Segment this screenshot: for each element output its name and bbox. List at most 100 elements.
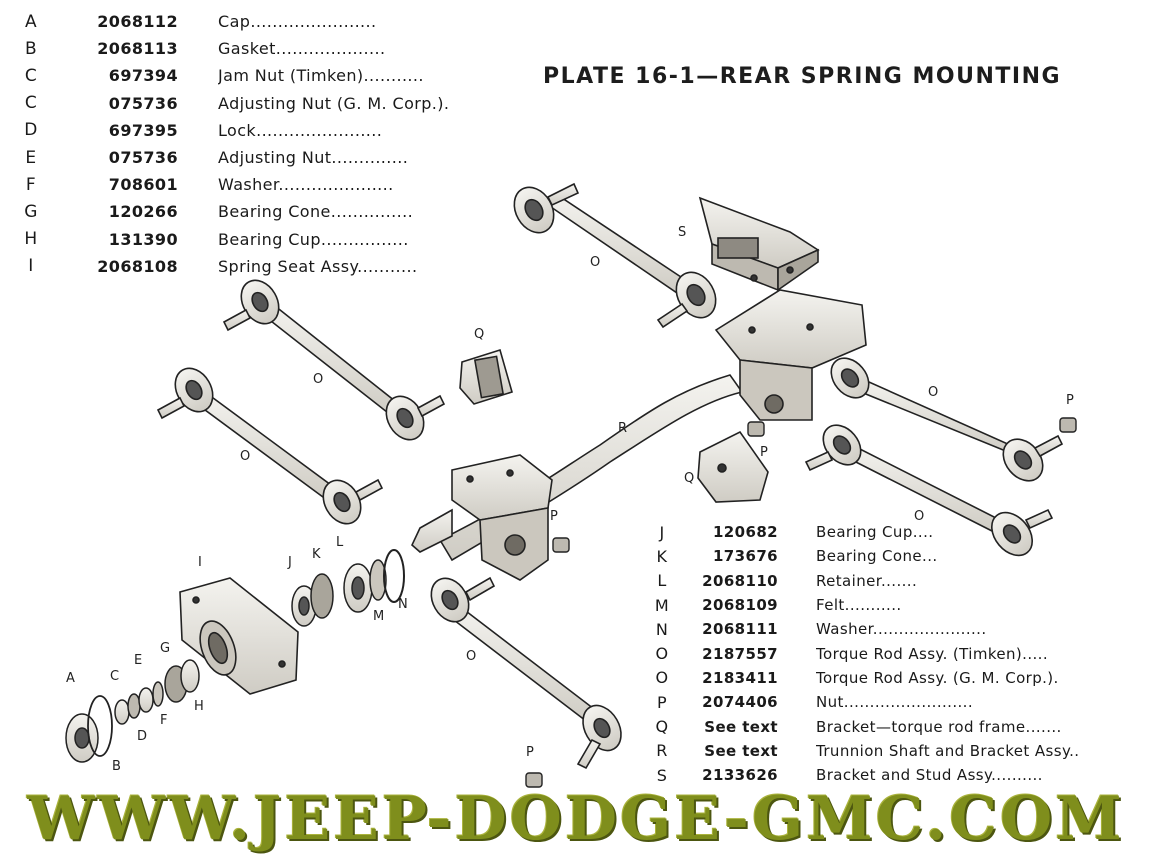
torque-rod-right-lower: [804, 424, 1054, 557]
parts-row: C 075736 Adjusting Nut (G. M. Corp.).: [14, 90, 449, 117]
part-number: 2068113: [97, 39, 178, 59]
callout-k: K: [312, 547, 321, 562]
part-description: Felt...........: [816, 596, 902, 615]
part-description: Lock.......................: [218, 120, 383, 140]
part-number: 173676: [712, 547, 778, 566]
part-number: 2133626: [702, 766, 778, 785]
spring-seat-assy: [179, 577, 299, 695]
part-number: 120266: [108, 202, 178, 222]
bearing-stack-jklmn: [291, 549, 405, 627]
torque-rod-bracket-lower: [697, 430, 769, 503]
callout-labels: A B C D E F G H I J K L M N O O O O O O …: [66, 225, 1074, 774]
bracket-stud-assy: [698, 196, 820, 292]
part-key: H: [24, 229, 38, 250]
part-description: Bearing Cone...: [816, 547, 938, 566]
part-key: M: [654, 595, 670, 615]
callout-l: L: [336, 535, 344, 550]
part-number: 075736: [108, 148, 178, 168]
part-description: Jam Nut (Timken)...........: [218, 66, 424, 86]
callout-a: A: [66, 671, 75, 686]
callout-r: R: [618, 421, 627, 436]
part-description: Bracket—torque rod frame.......: [816, 717, 1062, 736]
callout-o-1: O: [590, 255, 600, 270]
callout-d: D: [137, 729, 147, 744]
part-number: See text: [704, 741, 778, 760]
part-key: O: [655, 668, 669, 688]
part-key: E: [25, 147, 37, 168]
part-number: 120682: [712, 523, 778, 542]
nuts: [525, 417, 1077, 788]
part-number: 075736: [108, 93, 178, 113]
callout-f: F: [160, 713, 167, 728]
part-description: Bracket and Stud Assy..........: [816, 766, 1043, 785]
plate-title: PLATE 16-1—REAR SPRING MOUNTING: [543, 64, 1062, 89]
callout-h: H: [194, 699, 204, 714]
part-key: A: [24, 11, 38, 32]
parts-row: A 2068112 Cap.......................: [14, 8, 449, 35]
part-number: 697394: [108, 66, 178, 86]
part-number: See text: [704, 717, 778, 736]
part-key: N: [655, 619, 669, 639]
callout-p-3: P: [550, 509, 558, 524]
part-description: Adjusting Nut (G. M. Corp.).: [218, 93, 450, 113]
callout-o-2: O: [313, 372, 323, 387]
torque-rod-bottom: [430, 576, 622, 770]
callout-o-5: O: [914, 509, 924, 524]
part-description: Spring Seat Assy...........: [218, 256, 418, 276]
torque-rod-right-upper: [830, 357, 1064, 482]
part-description: Nut.........................: [816, 693, 974, 712]
torque-rod-left-upper: [222, 279, 446, 441]
part-key: C: [24, 93, 38, 114]
callout-j: J: [287, 555, 292, 570]
part-description: Washer......................: [816, 620, 987, 639]
callout-e: E: [134, 653, 142, 668]
callout-m: M: [373, 609, 384, 624]
part-number: 697395: [108, 120, 178, 140]
part-key: F: [25, 174, 37, 195]
part-key: O: [655, 644, 669, 664]
part-key: G: [24, 201, 38, 222]
part-number: 2068108: [97, 256, 178, 276]
callout-q-2: Q: [684, 471, 694, 486]
part-number: 2187557: [702, 644, 778, 663]
part-number: 131390: [108, 229, 178, 249]
part-description: Cap.......................: [218, 12, 377, 32]
callout-o-6: O: [466, 649, 476, 664]
part-description: Gasket....................: [218, 39, 386, 59]
callout-p-4: P: [526, 745, 534, 760]
callout-i: I: [198, 555, 202, 570]
part-key: Q: [655, 717, 669, 737]
callout-q-1: Q: [474, 327, 484, 342]
part-key: J: [659, 522, 665, 542]
hub-stack-abcdefgh: [65, 659, 200, 763]
part-number: 2068112: [97, 12, 178, 32]
callout-g: G: [160, 641, 170, 656]
callout-s: S: [678, 225, 686, 240]
part-description: Washer.....................: [218, 175, 394, 195]
callout-n: N: [398, 597, 408, 612]
torque-rod-upper: [513, 182, 717, 329]
parts-row: Q See text Bracket—torque rod frame.......: [644, 714, 1079, 738]
part-description: Retainer.......: [816, 571, 918, 590]
torque-rod-left-lower: [156, 367, 384, 525]
